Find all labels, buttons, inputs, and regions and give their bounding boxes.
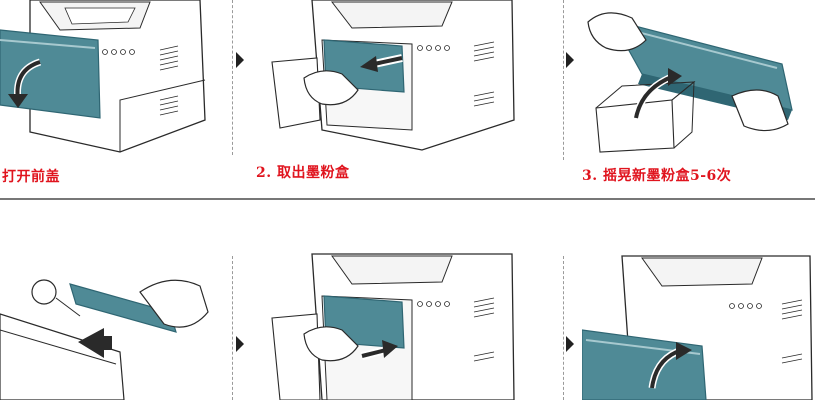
step-5-illustration	[262, 246, 524, 400]
black-triangle-right-icon	[566, 336, 574, 352]
detail-callout-icon	[31, 279, 57, 305]
step-4-illustration	[0, 250, 225, 400]
divider-dashed-3	[232, 256, 233, 400]
step-2-caption: 2. 取出墨粉盒	[256, 165, 350, 181]
printer-remove-toner-drawing	[271, 0, 515, 151]
step-1-caption: 打开前盖	[2, 169, 60, 185]
divider-dashed-4	[563, 256, 564, 400]
step-3-caption: 3. 摇晃新墨粉盒5-6次	[582, 168, 732, 184]
black-triangle-right-icon	[566, 52, 574, 68]
step-3-illustration	[582, 0, 815, 160]
step-1-illustration	[0, 0, 225, 160]
toner-cover-removal-drawing	[0, 279, 209, 400]
row-divider	[0, 198, 815, 200]
black-triangle-right-icon	[236, 52, 244, 68]
black-triangle-right-icon	[236, 336, 244, 352]
shake-toner-drawing	[587, 12, 793, 153]
printer-open-cover-drawing	[0, 0, 206, 153]
step-6-illustration	[582, 248, 815, 400]
divider-dashed-1	[232, 0, 233, 155]
printer-close-cover-drawing	[582, 255, 813, 400]
printer-insert-toner-drawing	[271, 253, 515, 400]
divider-dashed-2	[563, 0, 564, 160]
step-2-illustration	[262, 0, 524, 160]
